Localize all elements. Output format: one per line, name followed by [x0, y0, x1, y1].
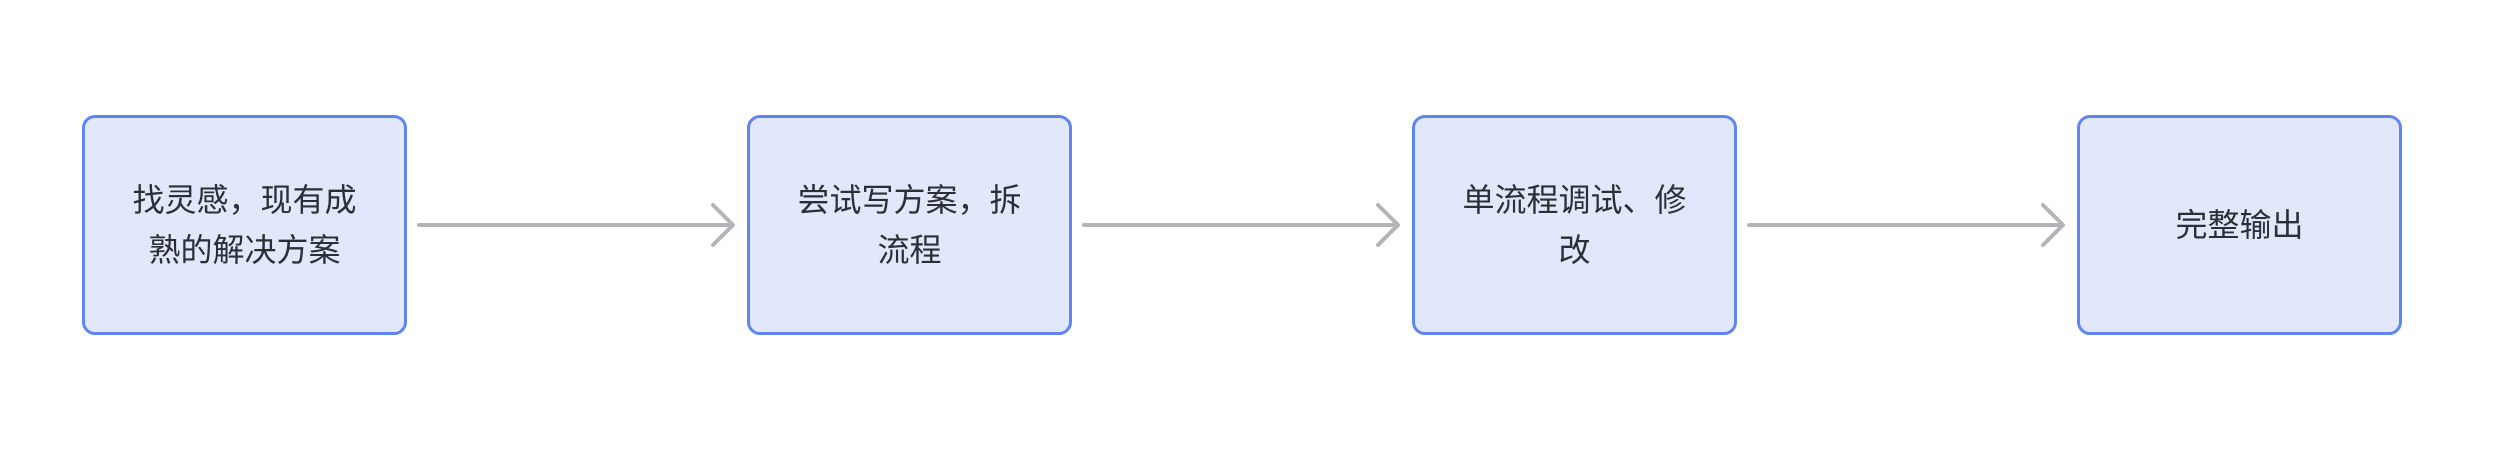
flow-node-step-3[interactable]: 单流程调试、修改	[1412, 115, 1737, 335]
flow-node-label: 找灵感，现有成熟的解决方案	[132, 182, 357, 268]
arrowhead-icon	[2041, 203, 2065, 247]
connector-arrow-1[interactable]	[407, 193, 747, 257]
flow-node-step-1[interactable]: 找灵感，现有成熟的解决方案	[82, 115, 407, 335]
flow-node-step-2[interactable]: 尝试写方案，拆流程	[747, 115, 1072, 335]
flow-node-label: 单流程调试、修改	[1462, 182, 1687, 268]
flow-node-label: 完整输出	[2175, 207, 2304, 243]
arrowhead-icon	[1376, 203, 1400, 247]
flow-node-label: 尝试写方案，拆流程	[797, 182, 1022, 268]
arrowhead-icon	[711, 203, 735, 247]
connector-arrow-3[interactable]	[1737, 193, 2077, 257]
connector-arrow-2[interactable]	[1072, 193, 1412, 257]
flow-node-step-4[interactable]: 完整输出	[2077, 115, 2402, 335]
